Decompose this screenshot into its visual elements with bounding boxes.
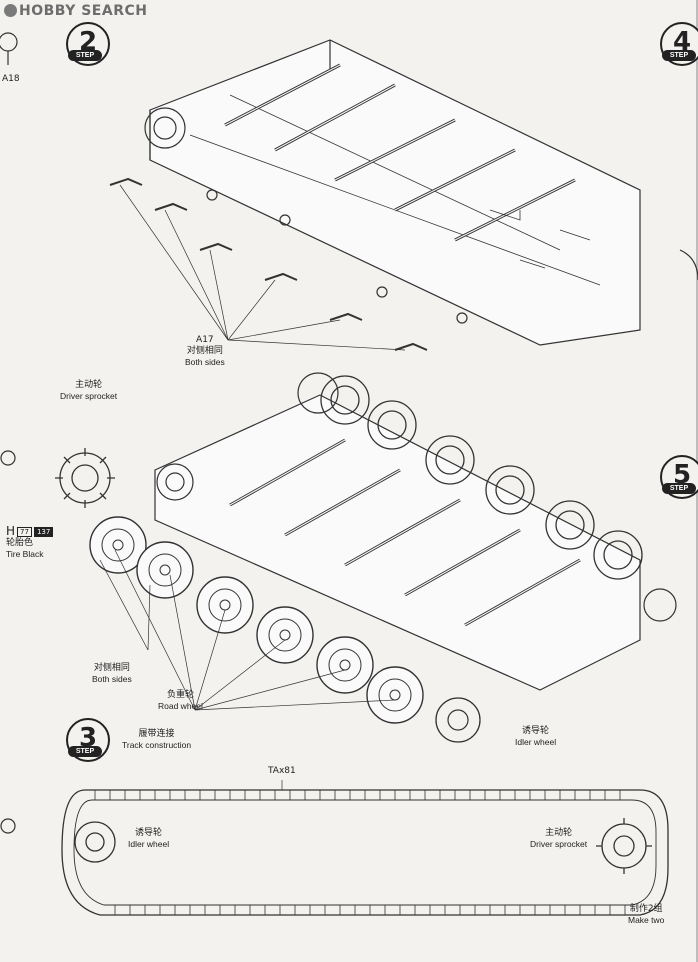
- both-sides-2-en: Both sides: [92, 674, 132, 684]
- step-5-badge: 5 STEP: [660, 455, 698, 499]
- callout-idler-wheel-2: 诱导轮 Idler wheel: [128, 828, 169, 850]
- callout-track-construction: 履带连接 Track construction: [122, 729, 191, 751]
- part-label-tax81: TAx81: [268, 766, 296, 776]
- callout-driver-sprocket: 主动轮 Driver sprocket: [60, 380, 117, 402]
- make-two-en: Make two: [628, 915, 665, 925]
- driver-sprocket-cn: 主动轮: [75, 380, 103, 390]
- step-3-caption: STEP: [68, 746, 102, 757]
- idler-wheel-in-track: [74, 821, 116, 863]
- driver-sprocket-exploded: [55, 448, 115, 508]
- road-wheel-en: Road wheel: [158, 701, 203, 711]
- callout-road-wheel: 负重轮 Road wheel: [158, 690, 203, 712]
- paint-name-en: Tire Black: [6, 549, 44, 559]
- hobby-search-logo-icon: [4, 4, 17, 17]
- step-5-caption: STEP: [662, 483, 696, 494]
- paint-letter: H: [6, 524, 16, 538]
- watermark-text: HOBBY SEARCH: [19, 3, 148, 19]
- step3-hull-assembly: [55, 372, 677, 743]
- track-construction-cn: 履带连接: [138, 729, 175, 739]
- idler-wheel-1-en: Idler wheel: [515, 737, 557, 747]
- step-2-badge: 2 STEP: [66, 22, 110, 66]
- track-construction-en: Track construction: [122, 740, 192, 750]
- paint-name: 轮胎色 Tire Black: [6, 538, 43, 560]
- both-sides-2-cn: 对侧相同: [93, 663, 130, 673]
- step-2-caption: STEP: [68, 50, 102, 61]
- callout-make-two: 制作2组 Make two: [628, 904, 664, 926]
- watermark: HOBBY SEARCH: [4, 3, 147, 19]
- idler-wheel-exploded: [435, 697, 481, 743]
- idler-wheel-2-cn: 诱导轮: [135, 828, 163, 838]
- part-label-a18: A18: [2, 74, 20, 84]
- idler-wheel-2-en: Idler wheel: [128, 839, 170, 849]
- road-wheel-cn: 负重轮: [166, 690, 194, 700]
- step-4-caption: STEP: [662, 50, 696, 61]
- callout-idler-wheel-1: 诱导轮 Idler wheel: [515, 726, 556, 748]
- idler-wheel-1-cn: 诱导轮: [522, 726, 550, 736]
- step-3-badge: 3 STEP: [66, 718, 110, 762]
- both-sides-cn: 对侧相同: [186, 346, 223, 356]
- callout-both-sides-2: 对侧相同 Both sides: [92, 663, 132, 685]
- paint-code-b: 137: [33, 527, 54, 537]
- paint-name-cn: 轮胎色: [6, 538, 34, 548]
- driver-sprocket-2-en: Driver sprocket: [530, 839, 588, 849]
- paint-code-a: 77: [17, 527, 32, 537]
- part-label-a17: A17: [196, 335, 214, 345]
- step-4-badge: 4 STEP: [660, 22, 698, 66]
- track-loop: [61, 780, 669, 916]
- driver-sprocket-en: Driver sprocket: [60, 391, 118, 401]
- step2-hull-assembly: [109, 39, 641, 351]
- driver-sprocket-in-track: [601, 823, 647, 869]
- make-two-cn: 制作2组: [629, 904, 663, 914]
- driver-sprocket-2-cn: 主动轮: [545, 828, 573, 838]
- callout-driver-sprocket-2: 主动轮 Driver sprocket: [530, 828, 587, 850]
- callout-a17-both-sides: A17 对侧相同 Both sides: [185, 335, 225, 368]
- both-sides-en: Both sides: [185, 357, 225, 367]
